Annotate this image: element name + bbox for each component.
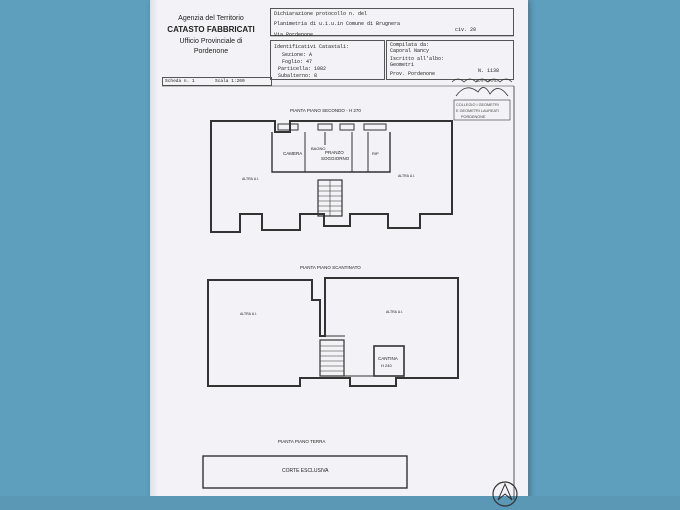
particella: Particella: 1082 bbox=[278, 66, 327, 72]
room-rip: RIP bbox=[372, 151, 379, 156]
office-line: Ufficio Provinciale di bbox=[179, 38, 243, 45]
room-cantina: CANTINA bbox=[378, 356, 398, 361]
stamp-line2: E GEOMETRI LAUREATI bbox=[456, 109, 500, 113]
albo-value: Geometri bbox=[390, 62, 415, 68]
room-bagno: BAGNO bbox=[311, 146, 326, 151]
ground-floor-title: PIANTA PIANO TERRA bbox=[278, 439, 326, 444]
catasto-title: CATASTO FABBRICATI bbox=[167, 25, 255, 34]
scale-box bbox=[162, 77, 272, 86]
scheda-number: Scheda n. 1 bbox=[165, 79, 195, 84]
compiler-name: Caporal Nancy bbox=[390, 48, 430, 54]
corte-esclusiva: CORTE ESCLUSIVA bbox=[282, 468, 329, 474]
province: Prov. Pordenone bbox=[390, 71, 436, 77]
page-shadow bbox=[150, 0, 158, 510]
basement-other-right: ALTRA U.I. bbox=[386, 310, 404, 314]
room-camera: CAMERA bbox=[283, 151, 303, 156]
cantina-height: H 240 bbox=[381, 363, 392, 368]
room-pranzo: PRANZO bbox=[325, 150, 344, 155]
other-unit-left: ALTRA U.I. bbox=[242, 177, 260, 181]
office-city: Pordenone bbox=[193, 48, 229, 55]
desk-surface bbox=[0, 496, 680, 510]
second-floor-title: PIANTA PIANO SECONDO - H 270 bbox=[290, 108, 361, 113]
room-soggiorno: SOGGIORNO bbox=[321, 156, 350, 161]
basement-title: PIANTA PIANO SCANTINATO bbox=[300, 265, 361, 270]
compilata-label: Compilata da: bbox=[390, 42, 430, 48]
other-unit-right: ALTRA U.I. bbox=[398, 174, 416, 178]
identifiers-title: Identificativi Catastali: bbox=[274, 44, 350, 50]
declaration-text: Dichiarazione protocollo n. del bbox=[274, 11, 368, 17]
sezione: Sezione: A bbox=[282, 52, 313, 58]
declaration-box bbox=[270, 8, 514, 36]
identifiers-box bbox=[270, 40, 385, 80]
basement-other-left: ALTRA U.I. bbox=[240, 312, 258, 316]
stamp-line3: PORDENONE bbox=[461, 115, 486, 119]
stamp-line1: COLLEGIO I GEOMETRI bbox=[456, 103, 499, 107]
address-text: Via Pordenone bbox=[274, 32, 314, 38]
planimetry-text: Planimetria di u.i.u.in Comune di Brugne… bbox=[274, 21, 401, 27]
agency-name: Agenzia del Territorio bbox=[178, 15, 244, 22]
scale-value: Scala 1:200 bbox=[215, 79, 245, 84]
civic-number: civ. 20 bbox=[455, 27, 477, 33]
subalterno: Subalterno: 8 bbox=[278, 73, 318, 79]
iscritto-label: Iscritto all'albo: bbox=[390, 56, 445, 62]
registration-number: N. 1138 bbox=[478, 68, 500, 74]
compiler-box bbox=[386, 40, 514, 80]
foglio: Foglio: 47 bbox=[282, 59, 313, 65]
